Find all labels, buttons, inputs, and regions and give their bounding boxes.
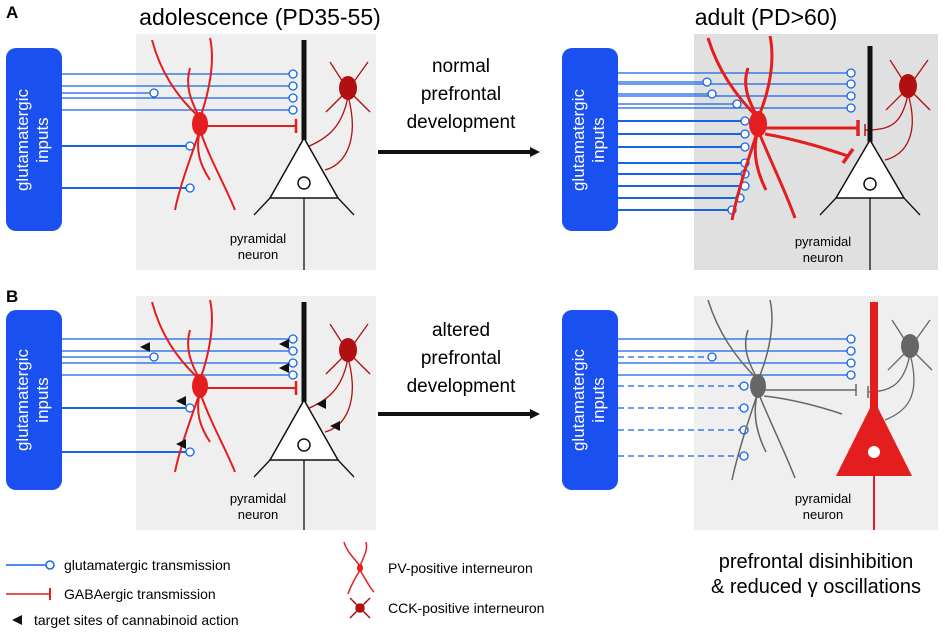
legend-target-icon [12,615,22,625]
pyramidal-neuron-a-right [819,46,921,270]
pyramidal-label-line1: pyramidal [230,231,286,246]
panel-b-arrow-label-3: development [407,376,517,397]
reduced-synapse-terminals-b-right [707,352,749,461]
legend-pv-label: PV-positive interneuron [388,560,533,576]
pyramidal-label-line1: pyramidal [795,491,851,506]
pv-interneuron-b-left [151,299,298,473]
reduced-glutamatergic-fibers-b-right [618,356,740,457]
pyramidal-label-line2: neuron [803,250,843,265]
panel-a-arrow-label-2: prefrontal [421,84,501,105]
pyramidal-neuron-a-left [253,40,355,270]
pv-interneuron-a-left [151,37,298,211]
panel-a-letter: A [6,3,18,22]
pyramidal-label-line1: pyramidal [795,234,851,249]
input-box-b-left [6,310,62,490]
input-label-line1: glutamatergic [13,348,32,451]
panel-a-left-title: adolescence (PD35-55) [139,4,381,30]
input-label-line2: inputs [589,377,608,422]
legend-gaba-label: GABAergic transmission [64,586,216,602]
legend-pv-icon [343,541,375,595]
cck-interneuron-a-left [299,61,371,171]
legend-glut-symbol [6,560,55,570]
input-box-b-right [562,310,618,490]
outcome-line-1: prefrontal disinhibition [719,551,914,573]
pyramidal-label-line2: neuron [238,247,278,262]
legend-target-label: target sites of cannabinoid action [34,612,239,628]
glutamatergic-fibers-b-right [618,334,856,380]
panel-a-arrow-label-3: development [407,112,517,133]
glutamatergic-fibers-a-left [62,69,298,193]
legend-cck-label: CCK-positive interneuron [388,600,544,616]
legend-cck-icon [349,597,371,619]
input-label-line2: inputs [33,117,52,162]
panel-a-left-background [136,34,376,270]
input-label-line2: inputs [589,117,608,162]
input-box-a-right [562,48,618,231]
pyramidal-label-line2: neuron [803,507,843,522]
input-label-line2: inputs [33,377,52,422]
input-box-a-left [6,48,62,231]
pyramidal-label-line2: neuron [238,507,278,522]
input-label-line1: glutamatergic [569,348,588,451]
legend: glutamatergic transmission GABAergic tra… [6,541,544,628]
cck-interneuron-b-right-hypofunctional [867,319,933,421]
glutamatergic-fibers-a-right [618,68,856,215]
legend-glut-label: glutamatergic transmission [64,557,231,573]
panel-b-arrow-label-2: prefrontal [421,348,501,369]
pyramidal-neuron-b-left [253,302,355,530]
pv-interneuron-a-right [706,35,860,221]
panel-b-arrow-label-1: altered [432,320,490,341]
pyramidal-label-line1: pyramidal [230,491,286,506]
panel-a-right-title: adult (PD>60) [695,4,838,30]
pyramidal-neuron-b-right-disinhibited [836,302,912,530]
pv-interneuron-b-right-hypofunctional [707,299,857,481]
input-label-line1: glutamatergic [13,88,32,191]
input-label-line1: glutamatergic [569,88,588,191]
outcome-line-2: & reduced γ oscillations [711,576,921,598]
panel-a-arrow-label-1: normal [432,56,490,77]
legend-gaba-symbol [6,588,51,600]
panel-b-letter: B [6,287,18,306]
cannabinoid-target-markers-b-left [140,339,340,449]
panel-b-left-background [136,296,376,530]
